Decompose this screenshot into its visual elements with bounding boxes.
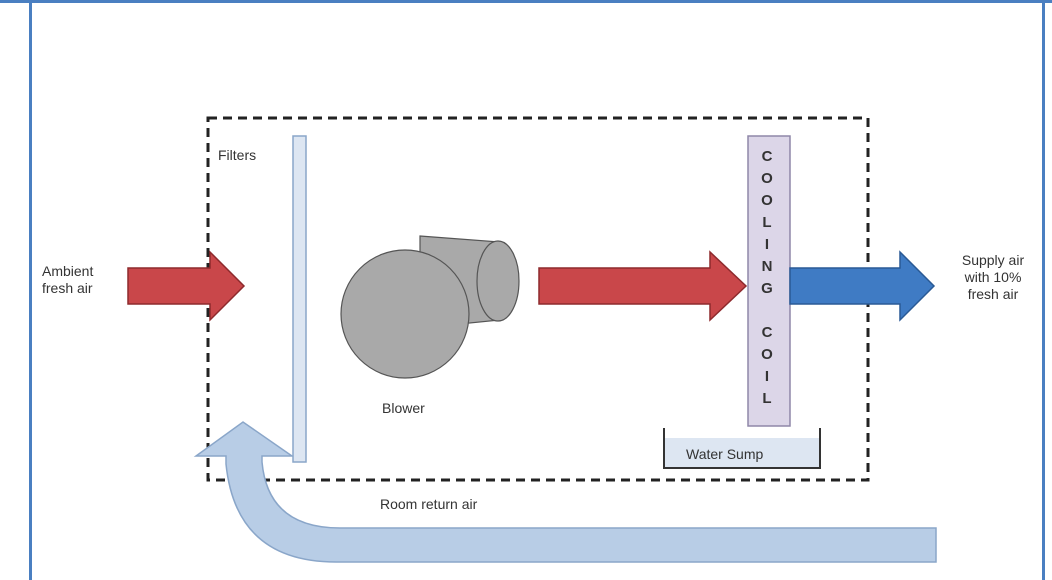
coil-letter: O — [761, 170, 773, 187]
blower-to-coil-arrow — [538, 250, 748, 322]
frame-top-border — [0, 0, 1052, 3]
blower — [340, 235, 520, 379]
room-return-arrow — [193, 421, 937, 563]
coil-letter: L — [762, 390, 772, 407]
coil-letter: C — [761, 324, 773, 341]
blower-label: Blower — [382, 400, 425, 416]
coil-letter: O — [761, 192, 773, 209]
filters-label: Filters — [218, 147, 257, 163]
frame-left-border — [29, 0, 32, 580]
coil-letter: I — [764, 368, 770, 385]
filter-panel — [292, 135, 307, 463]
coil-letter: L — [762, 214, 772, 231]
coil-letter: I — [764, 236, 770, 253]
cooling-coil — [747, 135, 791, 427]
coil-letter: G — [761, 280, 773, 297]
frame-right-border — [1042, 0, 1045, 580]
ambient-fresh-air-label: Ambient fresh air — [42, 263, 94, 296]
water-sump — [663, 428, 821, 469]
coil-letter: N — [761, 258, 773, 275]
water-sump-label: Water Sump — [686, 446, 764, 462]
coil-letter: O — [761, 346, 773, 363]
coil-letter: C — [761, 148, 773, 165]
supply-air-label: Supply air with 10% fresh air — [961, 252, 1025, 302]
ambient-intake-arrow — [127, 250, 246, 322]
supply-air-arrow — [789, 250, 936, 322]
room-return-air-label: Room return air — [380, 496, 478, 512]
